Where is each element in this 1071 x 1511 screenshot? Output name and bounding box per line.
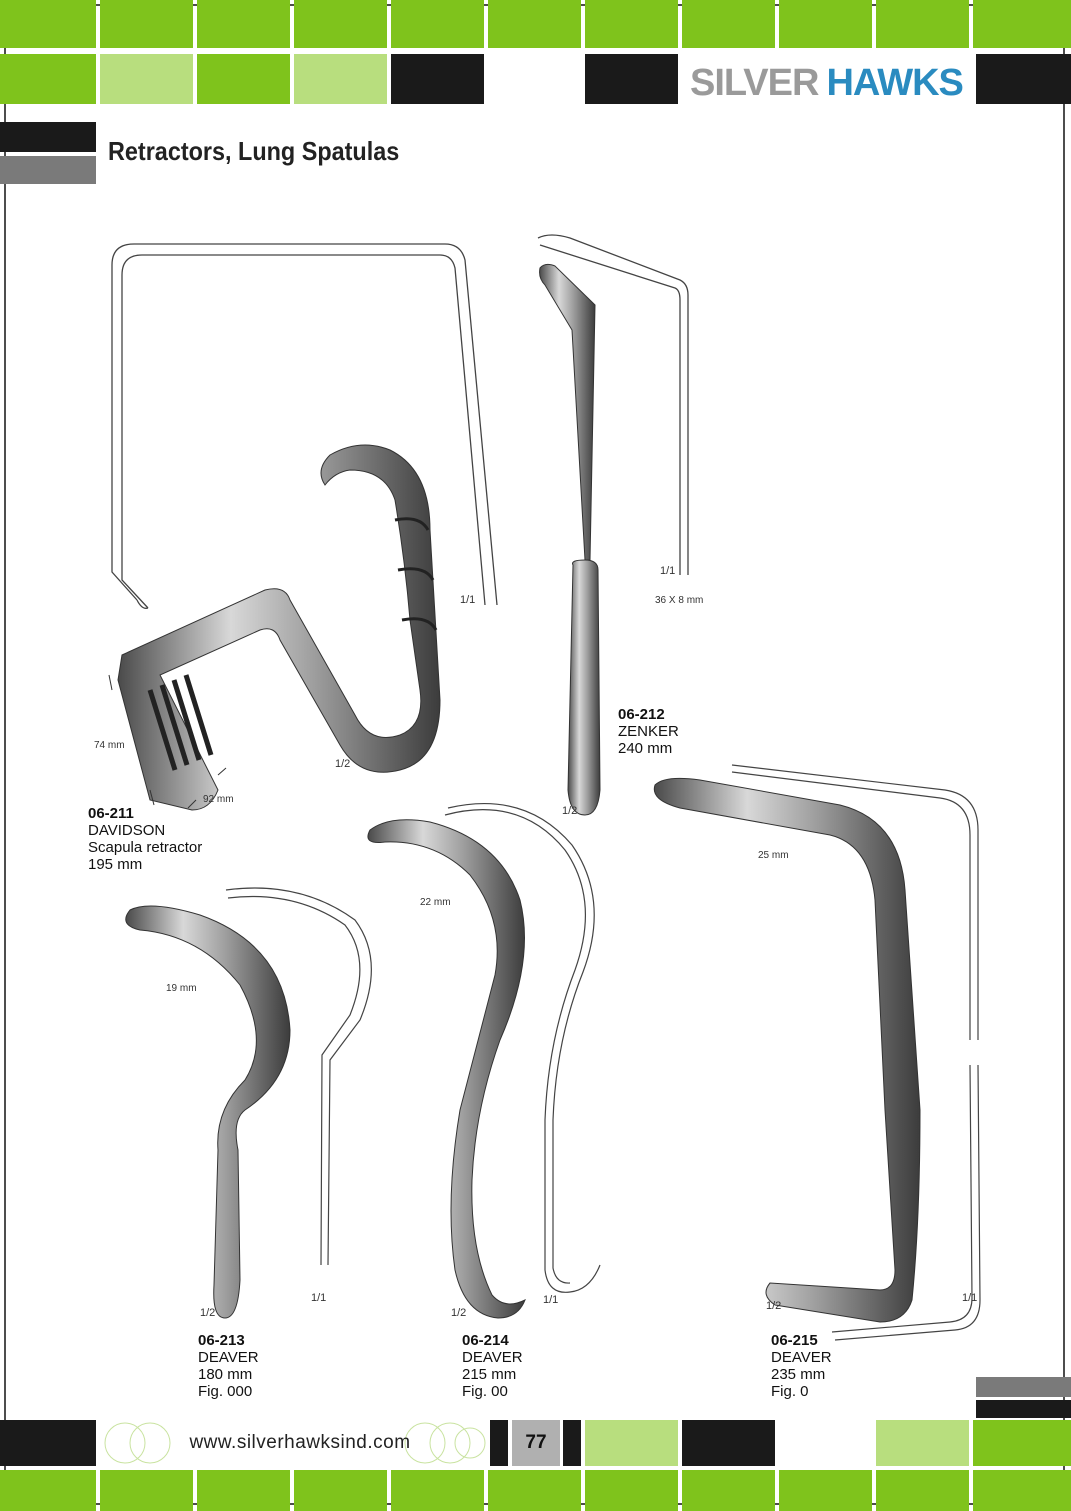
- product-size: 215 mm: [462, 1366, 517, 1383]
- product-name: DAVIDSON: [88, 822, 166, 839]
- product-code: 06-213: [198, 1332, 245, 1349]
- scale-215: 1/2: [766, 1300, 782, 1312]
- scale-212-profile: 1/1: [660, 565, 676, 577]
- product-06-213: 06-213 DEAVER 180 mm Fig. 000: [198, 1332, 259, 1400]
- deaver-215-profile: [731, 764, 981, 1341]
- product-code: 06-215: [771, 1332, 818, 1349]
- product-name: DEAVER: [462, 1349, 523, 1366]
- deaver-213-blade: [125, 905, 291, 1319]
- scale-212: 1/2: [562, 805, 578, 817]
- product-size: 235 mm: [771, 1366, 826, 1383]
- davidson-retractor: [117, 444, 441, 811]
- scale-215-profile: 1/1: [962, 1292, 978, 1304]
- page-title: Retractors, Lung Spatulas: [108, 136, 400, 166]
- scale-211: 1/2: [335, 758, 351, 770]
- product-size: 180 mm: [198, 1366, 253, 1383]
- dim-25: 25 mm: [758, 850, 789, 861]
- page-number: 77: [525, 1432, 547, 1453]
- product-06-215: 06-215 DEAVER 235 mm Fig. 0: [771, 1332, 832, 1400]
- product-fig: Fig. 00: [462, 1383, 508, 1400]
- dim-22: 22 mm: [420, 897, 451, 908]
- product-desc: Scapula retractor: [88, 839, 203, 856]
- deaver-214-blade: [367, 819, 526, 1319]
- dim-19: 19 mm: [166, 983, 197, 994]
- brand-part2: HAWKS: [826, 62, 963, 104]
- deaver-214-profile: [444, 802, 601, 1293]
- product-06-214: 06-214 DEAVER 215 mm Fig. 00: [462, 1332, 523, 1400]
- dim-92: 92 mm: [203, 794, 234, 805]
- product-code: 06-212: [618, 706, 665, 723]
- product-code: 06-211: [88, 805, 134, 822]
- dim-74: 74 mm: [94, 740, 125, 751]
- product-06-211: 06-211 DAVIDSON Scapula retractor 195 mm: [88, 805, 202, 873]
- scale-213: 1/2: [200, 1307, 216, 1319]
- dim-36x8: 36 X 8 mm: [655, 595, 704, 606]
- product-code: 06-214: [462, 1332, 509, 1349]
- footer-website-link[interactable]: www.silverhawksind.com: [189, 1432, 411, 1453]
- product-name: ZENKER: [618, 723, 679, 740]
- dimension-arrows: [108, 674, 227, 809]
- product-fig: Fig. 0: [771, 1383, 809, 1400]
- scale-214-profile: 1/1: [543, 1294, 559, 1306]
- deaver-213-profile: [225, 887, 372, 1266]
- product-size: 195 mm: [88, 856, 143, 873]
- product-06-212: 06-212 ZENKER 240 mm: [618, 706, 679, 757]
- product-fig: Fig. 000: [198, 1383, 253, 1400]
- zenker-instrument: [539, 263, 601, 816]
- zenker-profile: [537, 234, 689, 575]
- product-name: DEAVER: [771, 1349, 832, 1366]
- scale-213-profile: 1/1: [311, 1292, 327, 1304]
- deaver-215-blade: [653, 777, 921, 1323]
- scale-214: 1/2: [451, 1307, 467, 1319]
- product-name: DEAVER: [198, 1349, 259, 1366]
- davidson-profile: [111, 243, 498, 609]
- product-size: 240 mm: [618, 740, 673, 757]
- scale-211-profile: 1/1: [460, 594, 476, 606]
- brand-part1: SILVER: [690, 62, 819, 104]
